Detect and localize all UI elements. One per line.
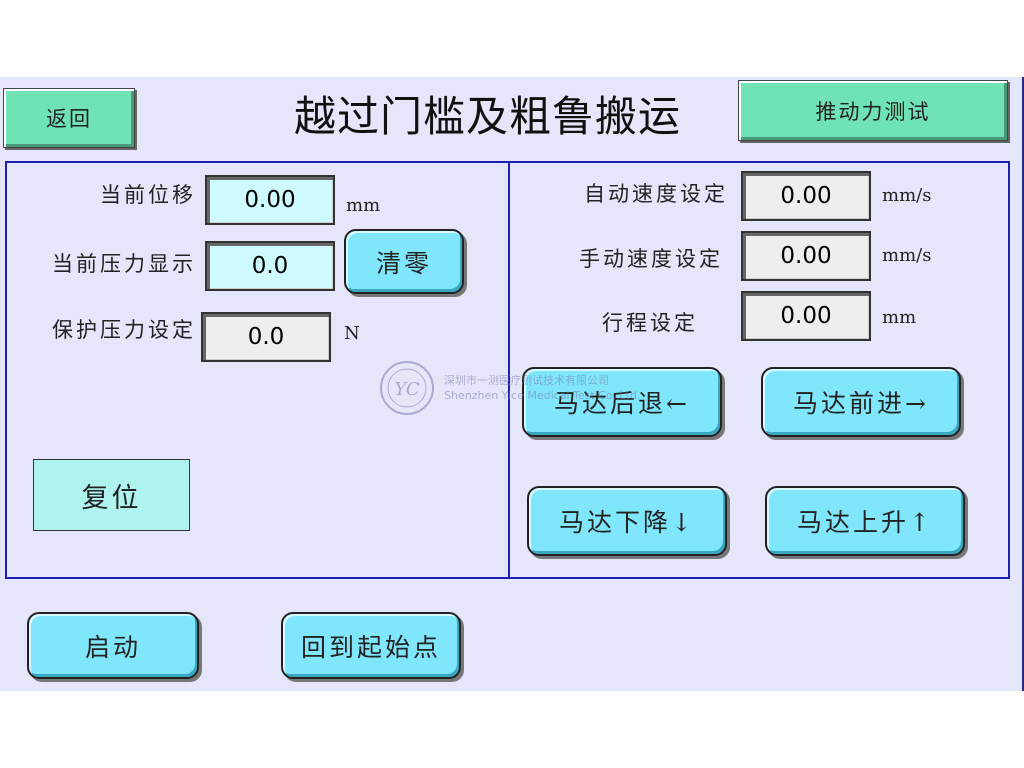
protect-pressure-unit: N <box>344 323 360 344</box>
manual-speed-label: 手动速度设定 <box>579 247 723 271</box>
start-button[interactable]: 启动 <box>27 612 199 679</box>
protect-pressure-label: 保护压力设定 <box>52 318 196 342</box>
protect-pressure-field[interactable]: 0.0 <box>201 312 331 362</box>
watermark-line-cn: 深圳市一测医疗测试技术有限公司 <box>444 374 609 387</box>
stroke-field[interactable]: 0.00 <box>741 291 871 341</box>
auto-speed-field[interactable]: 0.00 <box>741 171 871 221</box>
company-logo-icon: YC <box>380 361 434 415</box>
reset-button[interactable]: 复位 <box>33 459 190 531</box>
back-button[interactable]: 返回 <box>3 88 135 148</box>
right-panel <box>508 161 1010 579</box>
displacement-label: 当前位移 <box>100 183 196 207</box>
manual-speed-field[interactable]: 0.00 <box>741 231 871 281</box>
hmi-screen: 返回 越过门槛及粗鲁搬运 推动力测试 当前位移 0.00 mm 当前压力显示 0… <box>0 77 1024 691</box>
svg-text:YC: YC <box>394 379 420 400</box>
watermark-line-en: Shenzhen Yice Medical Test Co.,Ltd. <box>444 389 641 402</box>
page-title: 越过门槛及粗鲁搬运 <box>294 92 682 141</box>
displacement-display: 0.00 <box>205 175 335 225</box>
motor-up-button[interactable]: 马达上升↑ <box>765 486 965 556</box>
stroke-label: 行程设定 <box>602 311 698 335</box>
stroke-unit: mm <box>882 307 917 328</box>
auto-speed-unit: mm/s <box>882 185 932 206</box>
pressure-label: 当前压力显示 <box>52 252 196 276</box>
motor-down-button[interactable]: 马达下降↓ <box>527 486 727 556</box>
clear-button[interactable]: 清零 <box>344 229 464 294</box>
motor-forward-button[interactable]: 马达前进→ <box>761 367 961 437</box>
auto-speed-label: 自动速度设定 <box>584 182 728 206</box>
manual-speed-unit: mm/s <box>882 245 932 266</box>
company-watermark: YC 深圳市一测医疗测试技术有限公司 Shenzhen Yice Medical… <box>378 359 640 417</box>
push-test-button[interactable]: 推动力测试 <box>738 80 1008 141</box>
pressure-display: 0.0 <box>205 241 335 291</box>
motor-back-button[interactable]: 马达后退← <box>522 367 722 437</box>
return-home-button[interactable]: 回到起始点 <box>281 612 461 679</box>
displacement-unit: mm <box>346 195 381 216</box>
